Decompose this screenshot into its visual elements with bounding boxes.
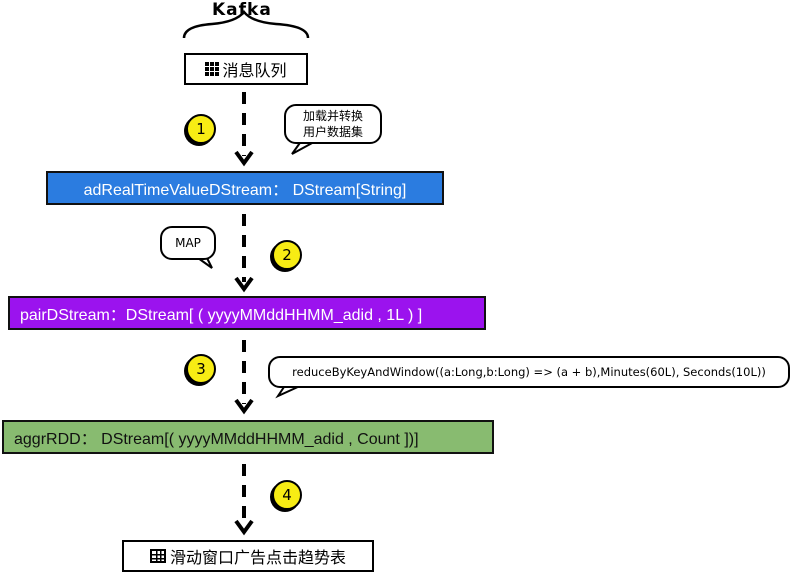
- step-badge-1: 1: [186, 114, 216, 144]
- message-queue-label: 消息队列: [222, 61, 287, 80]
- arrow-2-head: [234, 276, 254, 293]
- step-badge-2: 2: [272, 240, 302, 270]
- step-badge-4: 4: [272, 480, 302, 510]
- bubble-1-line-2: 用户数据集: [302, 125, 363, 139]
- bubble-load-transform: 加载并转换 用户数据集: [284, 104, 382, 144]
- kafka-brace: [182, 10, 310, 39]
- step-badge-3: 3: [186, 354, 216, 384]
- arrow-4-head: [234, 519, 254, 536]
- bubble-map: MAP: [160, 226, 216, 260]
- bubble-reduce-by-key: reduceByKeyAndWindow((a:Long,b:Long) => …: [268, 356, 790, 388]
- stage-ad-realtime-dstream: adRealTimeValueDStream： DStream[String]: [46, 171, 444, 205]
- arrow-3-head: [234, 398, 254, 415]
- stage-aggr-rdd: aggrRDD： DStream[( yyyyMMddHHMM_adid , C…: [2, 420, 494, 454]
- bubble-1-line-1: 加载并转换: [302, 109, 363, 123]
- trend-table-box: 滑动窗口广告点击趋势表: [122, 540, 374, 572]
- message-queue-box: 消息队列: [184, 53, 308, 85]
- kafka-title: Kafka: [212, 0, 272, 20]
- trend-table-label: 滑动窗口广告点击趋势表: [169, 548, 346, 567]
- table-icon: [149, 549, 166, 563]
- arrow-1-head: [234, 150, 254, 167]
- stage-pair-dstream: pairDStream：DStream[ ( yyyyMMddHHMM_adid…: [8, 296, 486, 330]
- grid-icon: [205, 62, 220, 76]
